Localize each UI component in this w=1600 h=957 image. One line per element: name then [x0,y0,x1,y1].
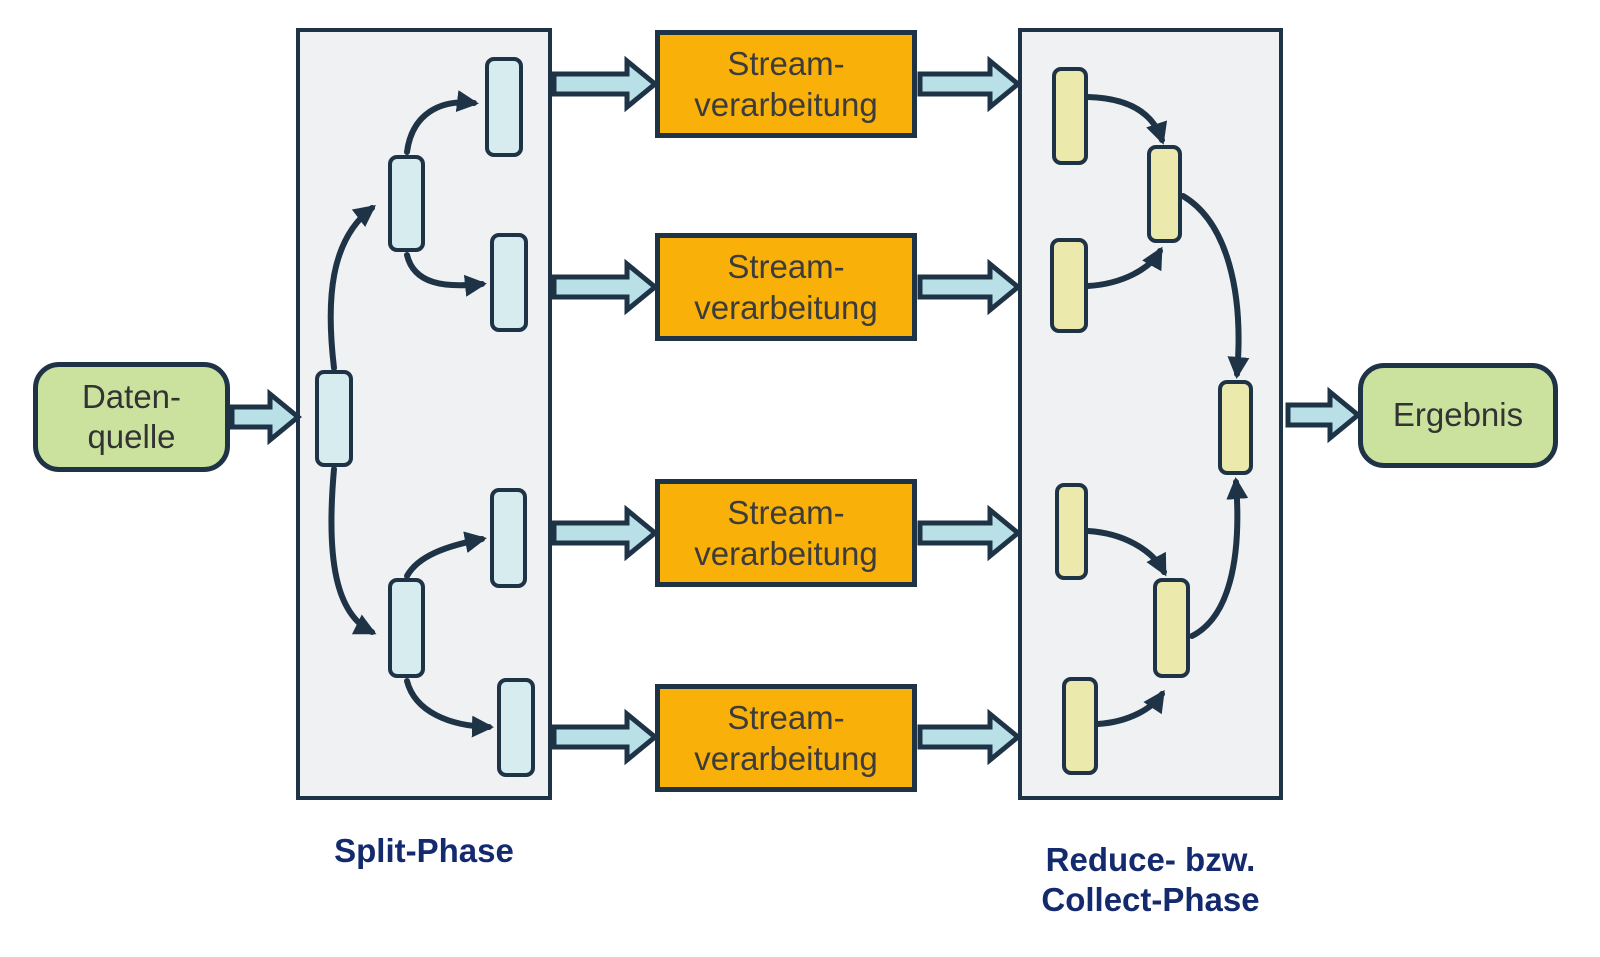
stream-processor-box-4: Stream- verarbeitung [655,684,917,792]
reduce-node-in-4 [1062,677,1098,775]
stream-processor-1-line1: Stream- [727,44,845,82]
flow-arrow-proc-2-to-reduce [917,258,1022,316]
reduce-node-in-2 [1050,238,1088,333]
stream-processor-3-line2: verarbeitung [694,535,878,572]
split-node-upper-branch [388,155,425,252]
flow-arrow-reduce-to-result [1285,386,1362,444]
reduce-node-lower-merge [1153,578,1190,678]
flow-arrow-proc-3-to-reduce [917,504,1022,562]
reduce-node-in-1 [1052,67,1088,165]
reduce-node-upper-merge [1147,145,1182,243]
flow-arrow-proc-4-to-reduce [917,708,1022,766]
reduce-phase-label-line1: Reduce- bzw. [1045,841,1256,878]
stream-processor-box-3: Stream- verarbeitung [655,479,917,587]
flow-arrow-source-to-split [229,388,302,446]
split-node-root [315,370,353,467]
stream-processor-2-line2: verarbeitung [694,289,878,326]
flow-arrow-split-to-proc-3 [551,504,659,562]
data-source-box: Daten- quelle [33,362,230,472]
split-phase-label: Split-Phase [334,832,514,869]
result-box: Ergebnis [1358,363,1558,468]
stream-processor-1-line2: verarbeitung [694,86,878,123]
reduce-phase-label: Reduce- bzw. Collect-Phase [998,840,1303,919]
reduce-phase-label-line2: Collect-Phase [1041,880,1260,918]
result-label: Ergebnis [1392,396,1524,434]
stream-processor-3-line1: Stream- [727,493,845,531]
split-node-leaf-1 [485,57,523,157]
stream-processor-box-1: Stream- verarbeitung [655,30,917,138]
split-node-leaf-4 [497,678,535,777]
flow-arrow-proc-1-to-reduce [917,55,1022,113]
flow-arrow-split-to-proc-2 [551,258,659,316]
data-source-label-line1: Daten- [81,377,182,415]
stream-processor-4-line2: verarbeitung [694,740,878,777]
flow-arrow-split-to-proc-1 [551,55,659,113]
data-source-label-line2: quelle [87,418,176,455]
split-node-leaf-3 [490,488,527,588]
split-node-lower-branch [388,578,425,678]
stream-processor-box-2: Stream- verarbeitung [655,233,917,341]
flow-arrow-split-to-proc-4 [551,708,659,766]
reduce-node-in-3 [1055,483,1088,580]
stream-processor-4-line1: Stream- [727,698,845,736]
split-node-leaf-2 [490,233,528,332]
stream-processor-2-line1: Stream- [727,247,845,285]
reduce-node-collector [1218,380,1253,475]
